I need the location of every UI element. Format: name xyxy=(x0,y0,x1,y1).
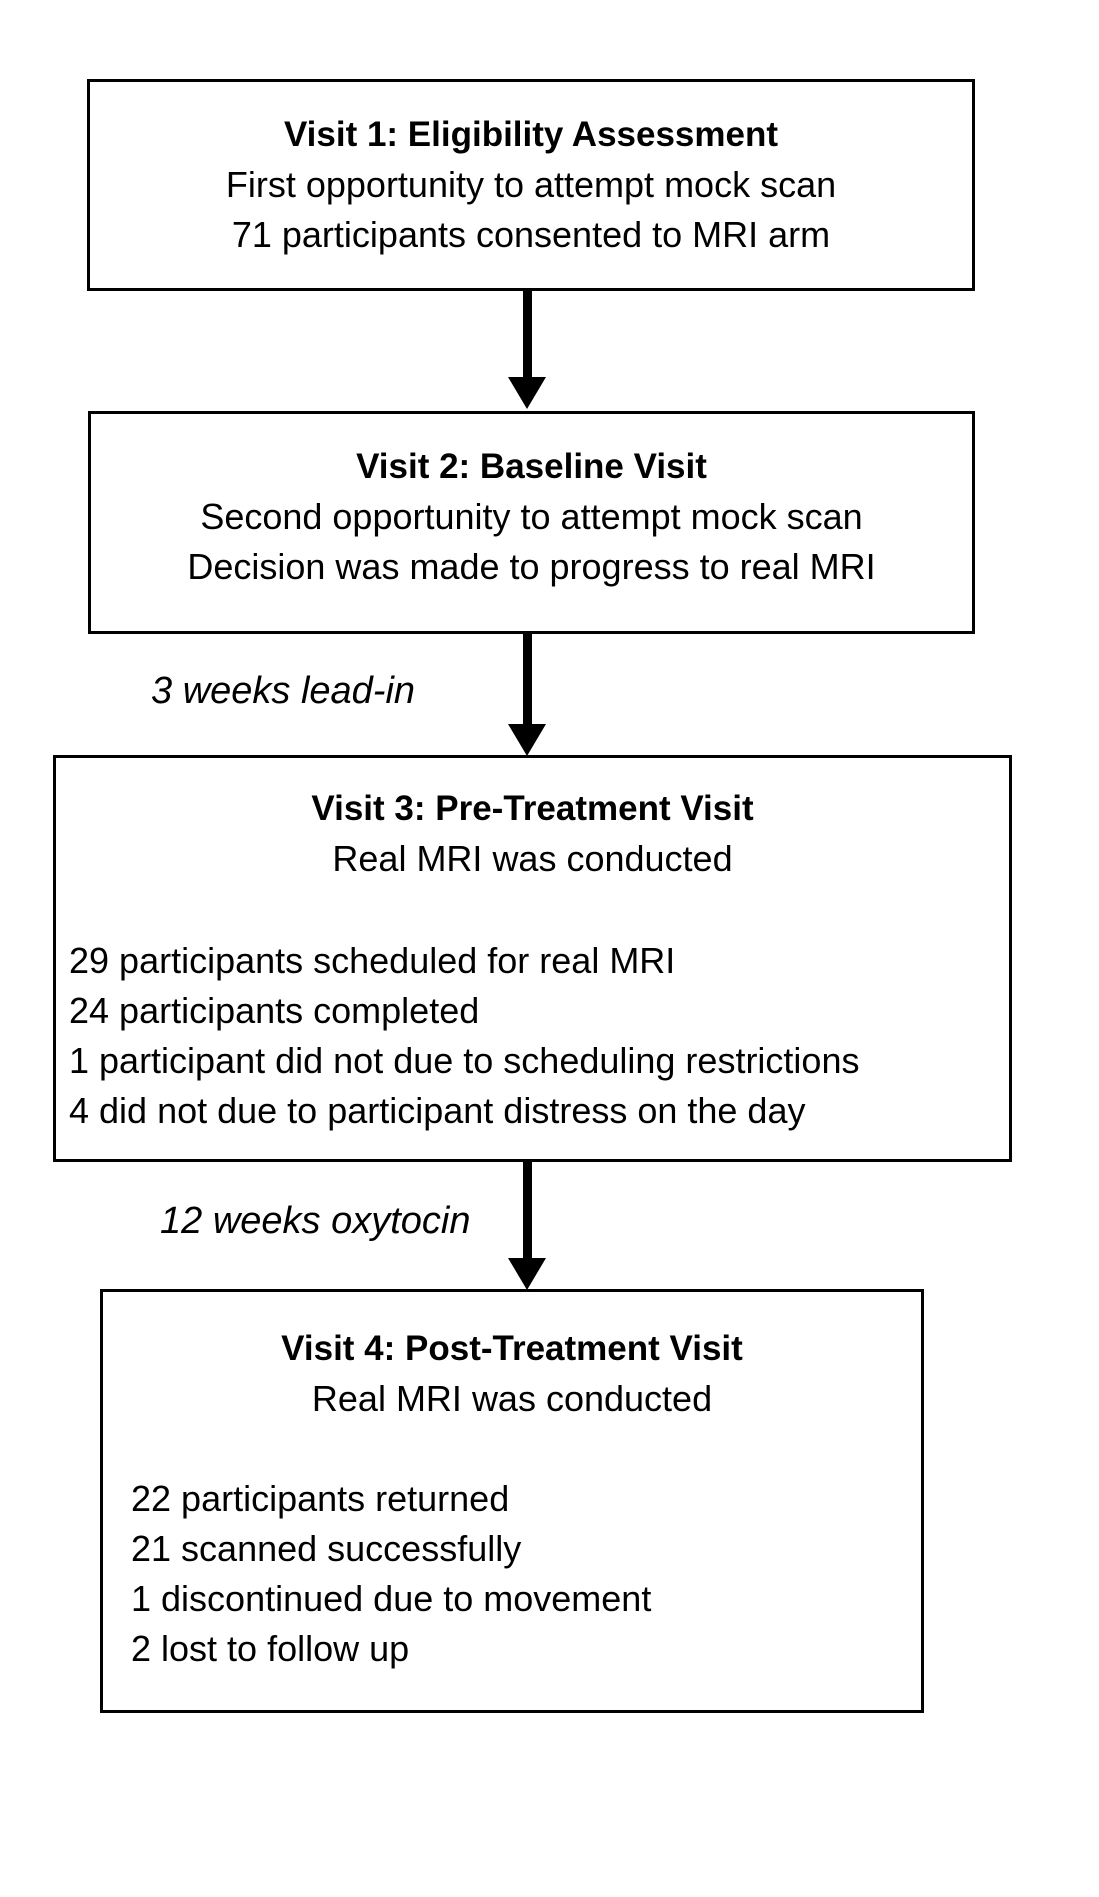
visit-4-line-1: Real MRI was conducted xyxy=(311,1378,713,1419)
visit-3-detail-2: 24 participants completed xyxy=(69,990,480,1031)
flow-arrow-3 xyxy=(508,1162,546,1290)
flow-arrow-1 xyxy=(508,291,546,409)
visit-3-box: Visit 3: Pre-Treatment Visit Real MRI wa… xyxy=(53,755,1012,1162)
visit-3-title: Visit 3: Pre-Treatment Visit xyxy=(311,789,754,828)
visit-4-detail-1: 22 participants returned xyxy=(131,1478,510,1519)
visit-4-detail-2: 21 scanned successfully xyxy=(131,1528,522,1569)
visit-4-box: Visit 4: Post-Treatment Visit Real MRI w… xyxy=(100,1289,924,1713)
visit-3-detail-4: 4 did not due to participant distress on… xyxy=(69,1090,806,1131)
visit-4-detail-4: 2 lost to follow up xyxy=(131,1628,410,1669)
visit-3-detail-1: 29 participants scheduled for real MRI xyxy=(69,940,676,981)
visit-2-box: Visit 2: Baseline Visit Second opportuni… xyxy=(88,411,975,634)
flow-arrow-2 xyxy=(508,634,546,756)
visit-2-title: Visit 2: Baseline Visit xyxy=(356,447,707,486)
arrow-stem xyxy=(522,634,532,724)
visit-1-title: Visit 1: Eligibility Assessment xyxy=(283,115,779,154)
visit-1-line-2: 71 participants consented to MRI arm xyxy=(231,214,831,255)
visit-2-line-2: Decision was made to progress to real MR… xyxy=(187,546,876,587)
arrow-stem xyxy=(522,1162,532,1258)
arrow-stem xyxy=(522,291,532,377)
visit-4-details: 22 participants returned 21 scanned succ… xyxy=(103,1474,921,1674)
visit-3-line-1: Real MRI was conducted xyxy=(332,838,733,879)
arrow-down-head-icon xyxy=(508,377,546,409)
visit-2-line-1: Second opportunity to attempt mock scan xyxy=(200,496,863,537)
interval-label-oxytocin: 12 weeks oxytocin xyxy=(160,1200,471,1242)
visit-3-detail-3: 1 participant did not due to scheduling … xyxy=(69,1040,860,1081)
visit-4-title: Visit 4: Post-Treatment Visit xyxy=(281,1329,743,1368)
arrow-down-head-icon xyxy=(508,724,546,756)
arrow-down-head-icon xyxy=(508,1258,546,1290)
interval-label-lead-in: 3 weeks lead-in xyxy=(151,670,416,712)
visit-1-box: Visit 1: Eligibility Assessment First op… xyxy=(87,79,975,291)
visit-1-line-1: First opportunity to attempt mock scan xyxy=(225,164,837,205)
visit-3-details: 29 participants scheduled for real MRI 2… xyxy=(56,936,1009,1136)
visit-4-detail-3: 1 discontinued due to movement xyxy=(131,1578,652,1619)
